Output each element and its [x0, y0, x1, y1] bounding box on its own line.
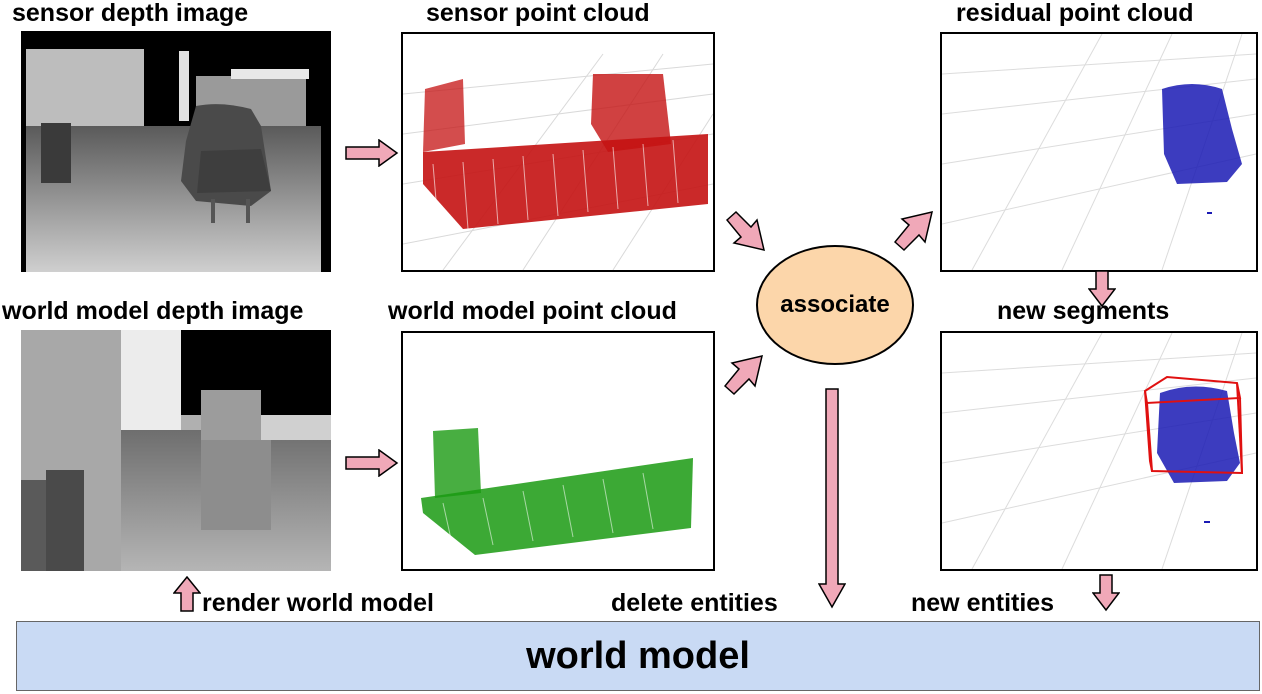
new-segments-panel	[940, 331, 1258, 571]
world-depth-title: world model depth image	[2, 297, 304, 325]
arrow-residual-to-segments	[1088, 270, 1116, 308]
arrow-segments-to-new-entities	[1092, 574, 1120, 612]
arrow-world-depth-to-cloud	[345, 449, 399, 477]
sensor-point-cloud-panel	[401, 32, 715, 272]
world-point-cloud-panel	[401, 331, 715, 571]
segment-bounding-box	[1143, 375, 1244, 475]
sensor-cloud-title: sensor point cloud	[426, 0, 650, 27]
arrow-associate-to-residual	[893, 210, 934, 252]
sensor-depth-title: sensor depth image	[12, 0, 249, 27]
arrow-render-world-model	[173, 576, 201, 612]
render-world-model-label: render world model	[202, 589, 434, 617]
sensor-depth-image	[21, 31, 331, 272]
new-entities-label: new entities	[911, 589, 1055, 617]
world-point-cloud-plot	[421, 428, 693, 555]
world-depth-image	[21, 330, 331, 571]
world-cloud-title: world model point cloud	[388, 297, 677, 325]
delete-entities-label: delete entities	[611, 589, 778, 617]
residual-cloud-title: residual point cloud	[956, 0, 1194, 27]
arrow-sensor-depth-to-cloud	[345, 139, 399, 167]
world-model-label: world model	[526, 634, 750, 677]
arrow-world-cloud-to-associate	[723, 354, 764, 396]
arrow-sensor-cloud-to-associate	[725, 210, 766, 252]
sensor-point-cloud-plot	[403, 53, 713, 270]
residual-point-cloud-panel	[940, 32, 1258, 272]
associate-node: associate	[756, 245, 914, 365]
arrow-associate-to-delete	[818, 388, 846, 609]
world-model-bar: world model	[16, 621, 1260, 691]
residual-point-cloud-plot	[942, 34, 1256, 270]
new-segments-plot	[942, 333, 1256, 569]
new-segments-title: new segments	[997, 297, 1170, 325]
associate-label: associate	[780, 291, 890, 318]
